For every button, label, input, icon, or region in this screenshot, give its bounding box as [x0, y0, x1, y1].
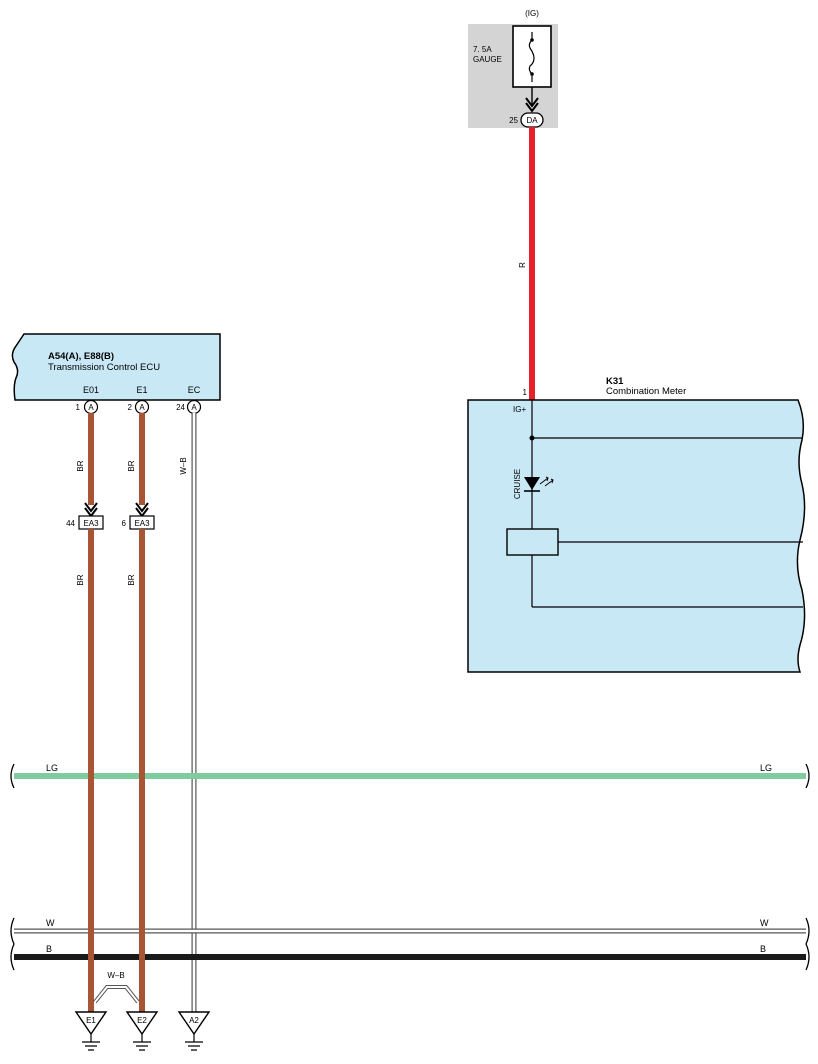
ecu-terminal-ec: EC: [188, 385, 201, 395]
fuse-block: (IG) 7. 5A GAUGE DA 25: [468, 9, 558, 128]
fuse-rating-label: 7. 5A: [473, 45, 492, 54]
junction-pin-number: 6: [122, 519, 127, 528]
bus-code-right: B: [760, 944, 766, 954]
fuse-connector-label: DA: [526, 116, 538, 125]
fuse-name-label: GAUGE: [473, 55, 502, 64]
wire-code-junction-1: BR: [76, 574, 85, 585]
indicator-label: CRUISE: [513, 469, 522, 499]
ecu-id: A54(A), E88(B): [48, 351, 114, 362]
junction-dot: [529, 435, 535, 441]
ground-e1: E1: [74, 1011, 108, 1051]
ground-icon: [82, 1041, 100, 1051]
wire-code-e1: BR: [127, 460, 136, 471]
junction-pin-number: 44: [66, 519, 75, 528]
bus-code-left: B: [46, 944, 52, 954]
connector-arrow-icon: [525, 97, 539, 113]
ecu-connector-letter: A: [88, 403, 94, 412]
fuse-supply-label: (IG): [525, 9, 539, 18]
bus-code-right: W: [760, 918, 769, 928]
bus-code-left: LG: [46, 763, 58, 773]
ecu-outline: [11, 333, 221, 401]
ground-icon: [133, 1041, 151, 1051]
bus-b: B B: [14, 944, 806, 960]
driver-block: [506, 528, 559, 556]
led-light-rays-icon: [539, 476, 554, 487]
ecu-pin-number: 2: [128, 403, 133, 412]
ground-icon: [185, 1041, 203, 1051]
ground-label: A2: [189, 1016, 199, 1025]
ecu-box: A54(A), E88(B) Transmission Control ECU …: [11, 333, 221, 415]
ecu-pin-number: 1: [76, 403, 81, 412]
ecu-terminal-e01: E01: [83, 385, 99, 395]
ecu-connector-letter: A: [139, 403, 145, 412]
bus-w: W W: [14, 918, 806, 934]
wire-code-e01: BR: [76, 460, 85, 471]
ground-e2: E2: [125, 1011, 159, 1051]
ecu-name: Transmission Control ECU: [48, 362, 160, 373]
junction-connector-label: EA3: [83, 519, 99, 528]
led-icon: [524, 477, 540, 490]
wire-code-junction-2: BR: [127, 574, 136, 585]
meter-outline: [467, 399, 806, 673]
ground-a2: A2: [177, 1011, 211, 1051]
bus-lg: LG LG: [10, 763, 810, 789]
ground-label: E1: [86, 1016, 96, 1025]
ecu-pin-number: 24: [176, 403, 185, 412]
ecu-connector-letter: A: [191, 403, 197, 412]
meter-id: K31: [606, 376, 624, 387]
red-wire-code: R: [518, 262, 527, 268]
junction-connector-label: EA3: [134, 519, 150, 528]
twisted-pair-bridge: W–B: [93, 971, 140, 1004]
meter-pin-number: 1: [523, 388, 528, 397]
bus-code-right: LG: [760, 763, 772, 773]
meter-terminal-label: IG+: [513, 405, 526, 414]
fuse-pin-label: 25: [509, 116, 518, 125]
twisted-pair-code: W–B: [107, 971, 124, 980]
meter-name: Combination Meter: [606, 386, 686, 397]
ecu-terminal-e1: E1: [136, 385, 147, 395]
bus-code-left: W: [46, 918, 55, 928]
ground-label: E2: [137, 1016, 147, 1025]
wire-code-ec: W–B: [179, 457, 188, 474]
meter-box: K31 Combination Meter 1 IG+ CRUISE: [467, 376, 806, 673]
